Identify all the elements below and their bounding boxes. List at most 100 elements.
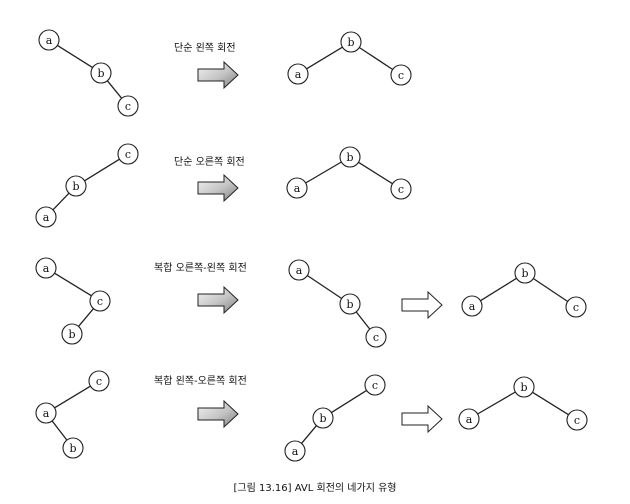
row4-before-edge-a-b [51,420,68,441]
row1-shaded-arrow-icon [197,60,239,90]
row2-before-node-a-circle [35,206,57,228]
row2-before-edge-b-a [52,192,70,211]
row4-before-node-a-circle [35,402,57,424]
row3-before-node-a: a [35,257,57,279]
row1-before-node-c: c [117,95,139,117]
row3-mid-node-c: c [365,326,387,348]
row2-after-node-a-label: a [294,182,301,195]
row2-before-node-b-circle [65,175,87,197]
row3-mid-node-a-circle [288,259,310,281]
row4-mid-node-c: c [364,374,386,396]
row2-before-node-c-label: c [125,148,131,161]
row4-after-node-c-circle [566,409,588,431]
row4-after-node-c: c [566,409,588,431]
row4-mid-node-a-label: a [292,445,299,458]
row3-mid-node-a-label: a [296,264,303,277]
row1-after-node-c-circle [390,64,412,86]
row4-shaded-arrow-icon [197,399,239,429]
row3-hollow-arrow-icon [401,290,443,320]
row2-before-node-a-label: a [43,211,50,224]
figure-caption: [그림 13.16] AVL 회전의 네가지 유형 [234,482,397,494]
row3-mid-node-c-circle [365,326,387,348]
row3-after-node-b-label: b [521,267,528,280]
row1-before-node-c-label: c [125,100,131,113]
row3-operation-label: 복합 오른쪽-왼쪽 회전 [154,262,247,274]
row2-after-node-a: a [286,177,308,199]
row3-before-node-c-label: c [97,295,103,308]
row4-before-node-a-label: a [43,407,50,420]
row3-after-node-c-label: c [573,301,579,314]
row4-after-node-b-label: b [520,381,527,394]
row4-mid-edge-b-a [301,425,317,444]
row4-after-edge-b-c [532,391,569,416]
row3-after-node-b-circle [514,262,536,284]
row2-before-node-c: c [117,143,139,165]
row3-before-node-b-circle [61,323,83,345]
row2-before-node-c-circle [117,143,139,165]
row1-after-node-c: c [390,64,412,86]
row1-after-node-b: b [340,31,362,53]
row4-mid-node-c-label: c [372,379,378,392]
row2-after-node-c-circle [390,178,412,200]
row3-after-node-c: c [565,296,587,318]
row1-after-node-a: a [287,63,309,85]
row3-before-edge-c-b [78,308,94,327]
row3-before-node-c-circle [89,290,111,312]
row2-after-edge-b-a [305,161,342,184]
row3-after-edge-b-c [532,277,569,303]
row4-before-node-a: a [35,402,57,424]
row4-before-node-b-label: b [69,442,76,455]
row4-after-node-a-label: a [466,413,473,426]
row3-after-node-a-circle [461,295,483,317]
row1-before-node-a-circle [38,29,60,51]
row4-after-node-a: a [458,408,480,430]
row3-mid-node-b-circle [339,293,361,315]
row3-after-node-a-label: a [469,300,476,313]
row1-after-edge-b-c [358,46,394,71]
row4-before-node-c-label: c [96,375,102,388]
row1-before-edge-a-b [57,44,93,69]
row4-before-node-c-circle [88,370,110,392]
row3-before-node-a-label: a [43,262,50,275]
row4-before-node-b: b [62,437,84,459]
row2-after-node-c: c [390,178,412,200]
row3-before-node-a-circle [35,257,57,279]
row3-mid-node-c-label: c [373,331,379,344]
row4-mid-node-a-circle [284,440,306,462]
row3-before-node-b-label: b [68,328,75,341]
row3-after-node-c-circle [565,296,587,318]
row2-after-node-b-circle [339,146,361,168]
row1-after-node-a-circle [287,63,309,85]
row4-operation-label: 복합 왼쪽-오른쪽 회전 [154,375,247,387]
row3-after-edge-b-a [480,277,517,302]
row3-before-edge-a-c [54,272,92,297]
row3-shaded-arrow-icon [197,285,239,315]
row3-before-node-c: c [89,290,111,312]
row4-before-node-c: c [88,370,110,392]
row1-after-node-b-label: b [347,36,354,49]
row4-after-node-c-label: c [574,414,580,427]
row1-before-node-a: a [38,29,60,51]
row4-mid-edge-c-b [331,389,367,414]
row1-before-node-b: b [90,62,112,84]
row4-hollow-arrow-icon [401,404,443,434]
row2-after-node-b-label: b [346,151,353,164]
row3-after-node-a: a [461,295,483,317]
row1-before-node-b-label: b [97,67,104,80]
row4-mid-node-a: a [284,440,306,462]
row2-after-edge-b-c [358,161,393,185]
row4-mid-node-b-circle [312,407,334,429]
row1-before-edge-b-c [106,80,123,99]
row3-mid-edge-b-c [355,311,371,330]
row2-operation-label: 단순 오른쪽 회전 [174,156,245,168]
row4-after-node-b-circle [513,376,535,398]
row3-before-node-b: b [61,323,83,345]
row4-mid-node-c-circle [364,374,386,396]
row1-after-node-c-label: c [398,69,404,82]
row3-mid-edge-a-b [306,274,343,300]
row2-after-node-b: b [339,146,361,168]
row3-after-node-b: b [514,262,536,284]
row1-after-node-b-circle [340,31,362,53]
row2-before-node-a: a [35,206,57,228]
